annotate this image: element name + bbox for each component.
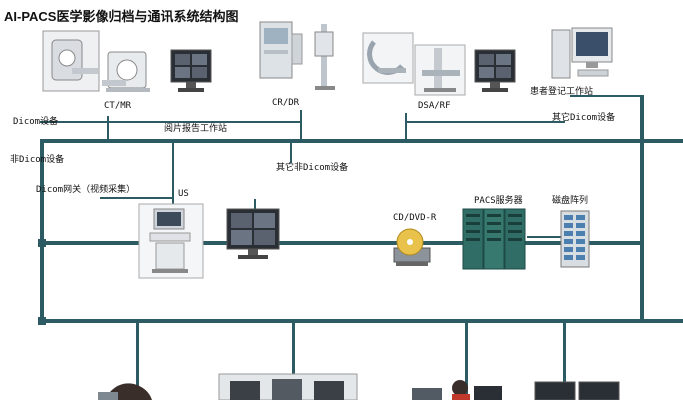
- label-other-dicom: 其它Dicom设备: [552, 113, 616, 123]
- disk-array-icon: [560, 210, 590, 268]
- label-us: US: [178, 189, 189, 199]
- drop-bottom-2: [292, 323, 295, 400]
- label-ct-mr: CT/MR: [104, 101, 132, 111]
- label-cd-dvd: CD/DVD-R: [393, 213, 437, 223]
- dicom-bus: [40, 139, 683, 143]
- label-report-station: 阅片报告工作站: [164, 124, 228, 134]
- label-pacs-server: PACS服务器: [474, 196, 523, 206]
- diagram-title: AI-PACS医学影像归档与通讯系统结构图: [4, 9, 239, 24]
- label-cr-dr: CR/DR: [272, 98, 300, 108]
- label-dsa-rf: DSA/RF: [418, 101, 451, 111]
- drop-us: [172, 195, 174, 207]
- left-endcap-bottom: [38, 317, 46, 325]
- workstation-icon: [534, 381, 620, 400]
- top-device-line-right: [405, 121, 565, 123]
- drop-crdr: [300, 110, 302, 141]
- top-device-line: [40, 121, 302, 123]
- rf-table-icon: [414, 44, 466, 96]
- monitor-icon: [226, 208, 280, 259]
- backbone-bus: [40, 319, 683, 323]
- right-trunk: [640, 95, 644, 323]
- workstation-icon: [412, 380, 502, 400]
- label-non-dicom: 非Dicom设备: [10, 155, 65, 165]
- server-rack-icon: [462, 208, 526, 270]
- ultrasound-icon: [138, 203, 204, 279]
- disc-icon: [393, 228, 431, 266]
- cr-dr-stand-icon: [314, 24, 335, 90]
- workstation-icon: [218, 373, 358, 400]
- server-disk-link: [527, 236, 562, 238]
- c-arm-icon: [362, 32, 414, 84]
- drop-other: [290, 143, 292, 163]
- drop-registration: [570, 95, 644, 97]
- drop-gateway: [172, 143, 174, 243]
- left-trunk: [40, 139, 44, 323]
- monitor-icon: [170, 49, 212, 92]
- left-endcap-top: [38, 239, 46, 247]
- label-registration: 患者登记工作站: [530, 87, 594, 97]
- non-dicom-bus: [40, 241, 643, 245]
- gateway-line: [100, 197, 174, 199]
- drop-dsarf: [405, 113, 407, 141]
- label-dicom-gateway: Dicom网关（视频采集）: [36, 185, 136, 195]
- drop-ctmr: [107, 116, 109, 141]
- mr-scanner-icon: [102, 51, 150, 92]
- disk-right-link: [590, 241, 642, 243]
- drop-bottom-3: [465, 323, 468, 400]
- drop-bottom-1: [136, 323, 139, 400]
- workstation-icon: [98, 383, 152, 400]
- label-other-non-dicom: 其它非Dicom设备: [276, 163, 349, 173]
- computer-icon: [551, 27, 613, 79]
- label-disk-array: 磁盘阵列: [552, 196, 589, 206]
- drop-bottom-4: [563, 323, 566, 400]
- monitor-icon: [474, 49, 516, 92]
- cr-dr-icon: [259, 21, 303, 79]
- ct-scanner-icon: [42, 30, 100, 92]
- label-dicom-device: Dicom设备: [13, 117, 59, 127]
